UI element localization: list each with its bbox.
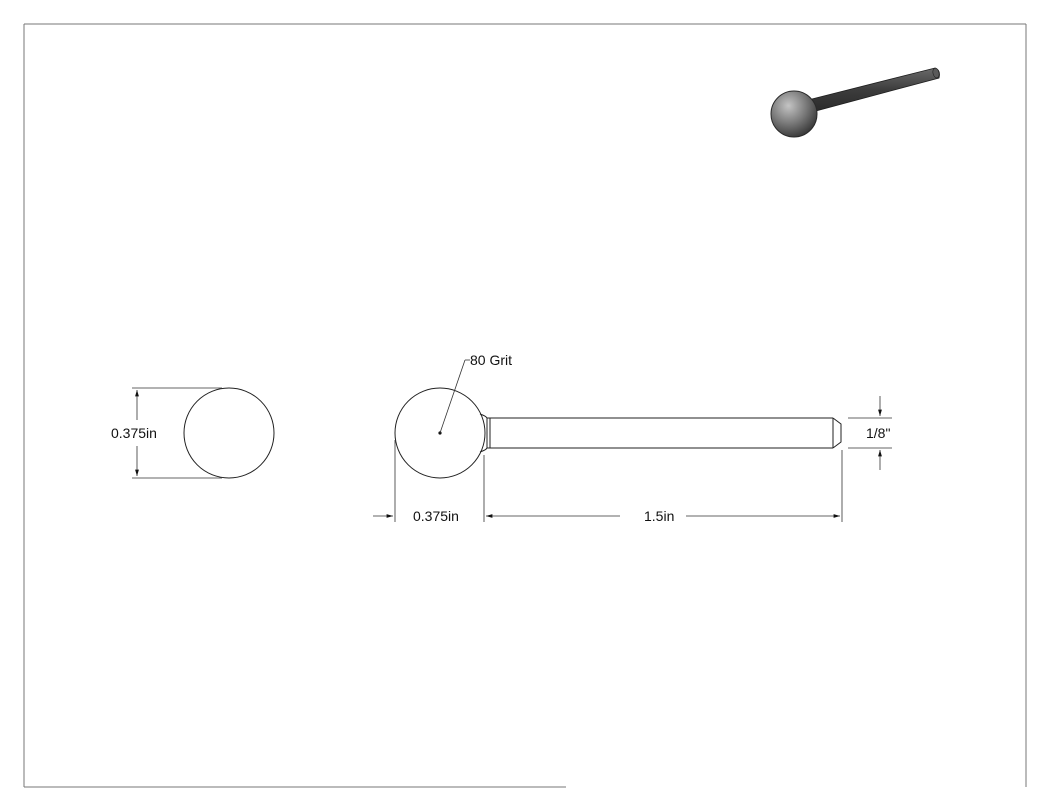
end-view-circle	[183, 387, 275, 479]
side-diameter-label: 0.375in	[111, 425, 157, 441]
sheet-frame	[23, 23, 1027, 788]
isometric-render-view	[770, 67, 940, 138]
shank-length-label: 1.5in	[644, 508, 674, 524]
ball-length-label: 0.375in	[413, 508, 459, 524]
length-dimensions: 0.375in 1.5in	[373, 440, 843, 524]
front-view: 80 Grit	[394, 352, 842, 479]
rod-render	[807, 67, 940, 113]
end-view: 0.375in	[111, 387, 275, 479]
ball-render	[770, 90, 818, 138]
grit-callout-label: 80 Grit	[470, 352, 512, 368]
ball-outline	[394, 387, 486, 479]
shank-outline	[487, 417, 842, 449]
shank-diameter-dimension: 1/8"	[848, 396, 892, 470]
shank-diameter-label: 1/8"	[866, 425, 890, 441]
